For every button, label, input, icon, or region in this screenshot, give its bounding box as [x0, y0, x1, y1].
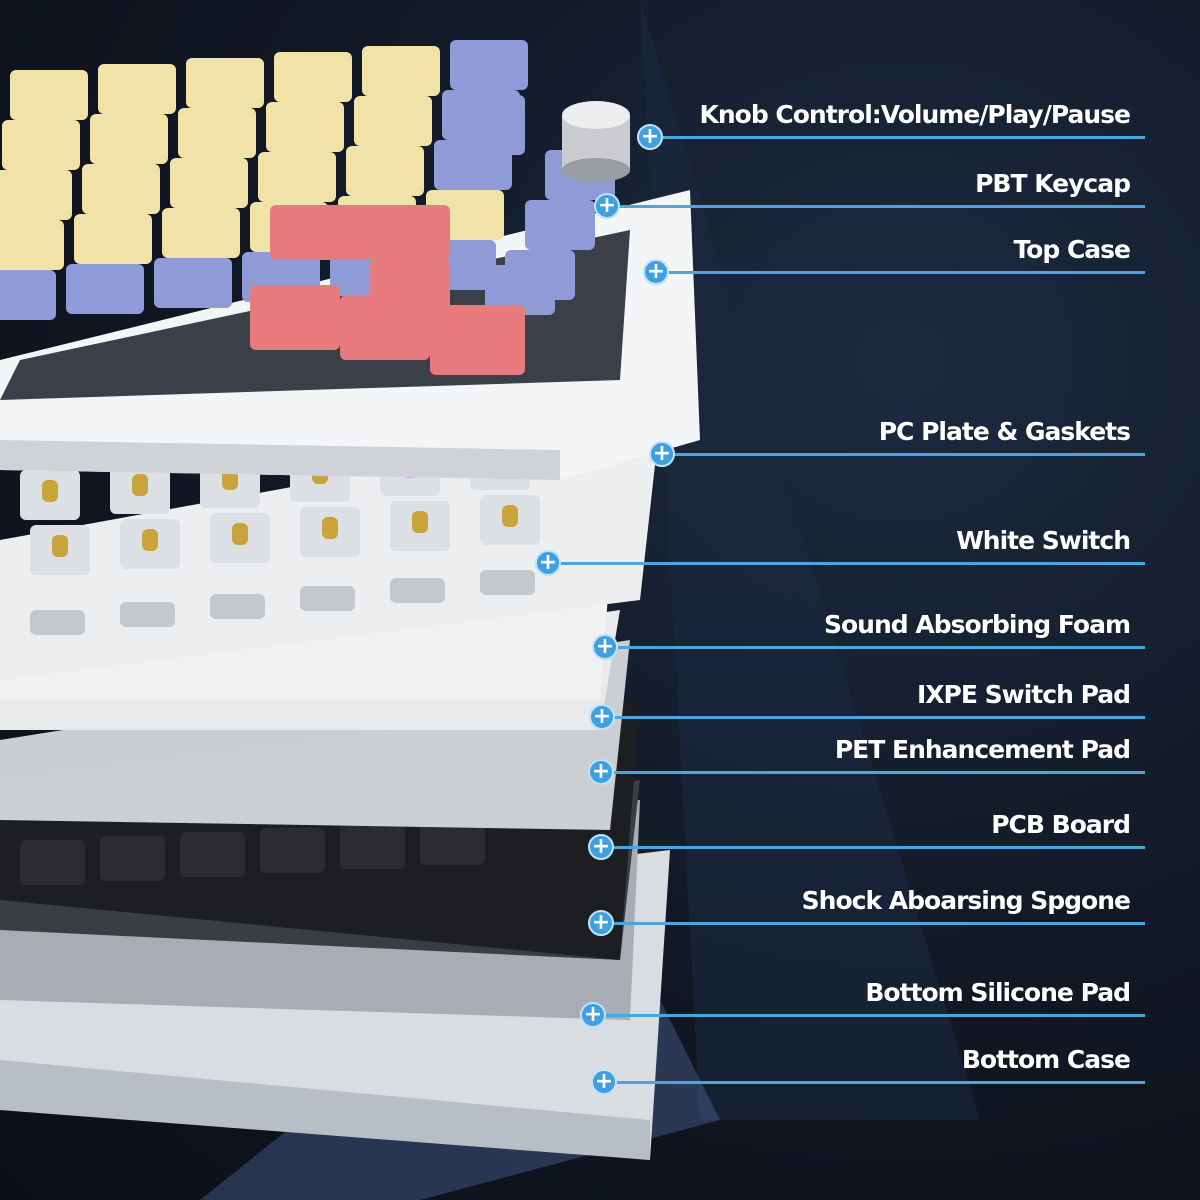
callout-label: PET Enhancement Pad	[834, 735, 1131, 764]
plus-icon[interactable]: +	[649, 441, 675, 467]
pcb-socket	[100, 836, 165, 881]
keycap	[0, 220, 64, 270]
callout-line	[607, 204, 1145, 208]
callout-line	[601, 770, 1145, 774]
plus-icon[interactable]: +	[580, 1002, 606, 1028]
callout-line	[593, 1013, 1145, 1017]
switch-stem	[412, 511, 428, 533]
keycap	[98, 64, 176, 114]
callout-label: PCB Board	[991, 810, 1131, 839]
switch-stem	[232, 523, 248, 545]
callout-label: Shock Aboarsing Spgone	[801, 886, 1131, 915]
plus-icon[interactable]: +	[535, 550, 561, 576]
plate-hole	[390, 578, 445, 603]
plate-hole	[210, 594, 265, 619]
pcb-socket	[180, 832, 245, 877]
plus-icon[interactable]: +	[588, 759, 614, 785]
callout-label: Bottom Case	[961, 1045, 1131, 1074]
keycap	[362, 46, 440, 96]
keycap	[274, 52, 352, 102]
keycap	[525, 200, 595, 250]
keycap	[258, 152, 336, 202]
plus-icon[interactable]: +	[588, 910, 614, 936]
plus-icon[interactable]: +	[591, 1069, 617, 1095]
keycap	[66, 264, 144, 314]
keycap	[430, 305, 525, 375]
callout-label: White Switch	[956, 526, 1131, 555]
callout-line	[601, 845, 1145, 849]
keycap	[74, 214, 152, 264]
plate-hole	[480, 570, 535, 595]
light-beam	[640, 0, 980, 1120]
callout-label: IXPE Switch Pad	[916, 680, 1131, 709]
switch-stem	[42, 480, 58, 502]
keycap	[10, 70, 88, 120]
callout-line	[605, 645, 1145, 649]
pcb-socket	[260, 828, 325, 873]
pbt-keycaps	[0, 40, 615, 375]
keycap	[340, 295, 430, 360]
pcb-socket	[20, 840, 85, 885]
keycap	[485, 265, 555, 315]
callout-label: PBT Keycap	[975, 169, 1131, 198]
keycap	[2, 120, 80, 170]
callout-line	[601, 921, 1145, 925]
keycap	[0, 270, 56, 320]
keycap	[0, 170, 72, 220]
switch-stem	[142, 529, 158, 551]
callout-label: Bottom Silicone Pad	[865, 978, 1131, 1007]
callout-line	[662, 452, 1145, 456]
callout-line	[604, 1080, 1145, 1084]
plate-hole	[300, 586, 355, 611]
switch-stem	[322, 517, 338, 539]
volume-knob	[562, 101, 630, 182]
switch-stem	[502, 505, 518, 527]
plate-cutouts	[30, 570, 535, 635]
callout-line	[548, 561, 1145, 565]
plus-icon[interactable]: +	[588, 834, 614, 860]
pcb-socket	[340, 824, 405, 869]
switch-stem	[52, 535, 68, 557]
callout-label: Sound Absorbing Foam	[823, 610, 1131, 639]
plus-icon[interactable]: +	[592, 634, 618, 660]
keycap	[354, 96, 432, 146]
callout-line	[602, 715, 1145, 719]
plus-icon[interactable]: +	[643, 259, 669, 285]
keycap	[90, 114, 168, 164]
keycap	[250, 285, 340, 350]
keycap	[455, 95, 525, 155]
callout-line	[650, 135, 1145, 139]
plate-hole	[120, 602, 175, 627]
keycap	[178, 108, 256, 158]
keycap	[270, 205, 450, 260]
keycap	[82, 164, 160, 214]
keycap	[346, 146, 424, 196]
keycap	[450, 40, 528, 90]
keycap	[154, 258, 232, 308]
switch-stem	[132, 474, 148, 496]
keycap	[170, 158, 248, 208]
plate-hole	[30, 610, 85, 635]
pcb-switch-sockets	[20, 820, 485, 885]
plus-icon[interactable]: +	[594, 193, 620, 219]
keycap	[186, 58, 264, 108]
plus-icon[interactable]: +	[637, 124, 663, 150]
keycap	[266, 102, 344, 152]
keycap	[162, 208, 240, 258]
callout-label: Knob Control:Volume/Play/Pause	[699, 100, 1131, 129]
callout-line	[656, 270, 1145, 274]
pcb-socket	[420, 820, 485, 865]
plus-icon[interactable]: +	[589, 704, 615, 730]
callout-label: PC Plate & Gaskets	[878, 417, 1131, 446]
callout-label: Top Case	[1013, 235, 1131, 264]
